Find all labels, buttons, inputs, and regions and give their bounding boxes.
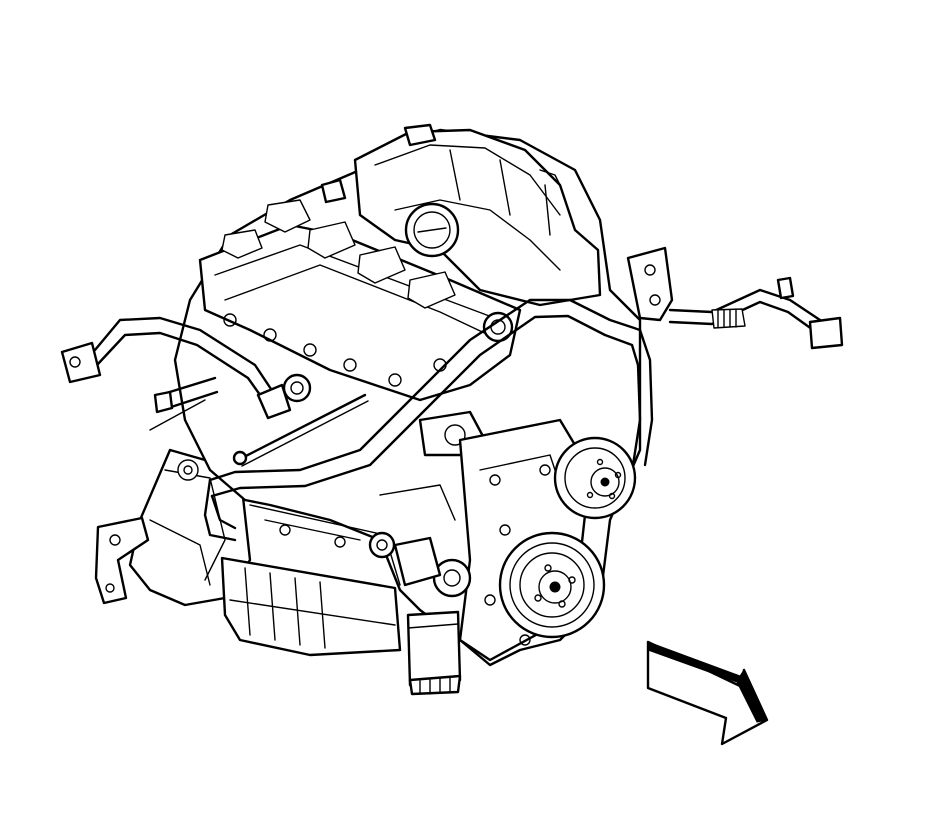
view-direction-arrow-icon bbox=[646, 640, 769, 746]
belt-idler bbox=[393, 536, 472, 598]
dipstick-tube bbox=[232, 393, 369, 467]
heater-hose-upper bbox=[60, 316, 292, 420]
lower-block-detail bbox=[249, 484, 456, 586]
coolant-pipe bbox=[203, 298, 654, 542]
exhaust-manifold bbox=[94, 448, 252, 607]
oil-filter bbox=[406, 610, 462, 696]
pipe-bracket bbox=[626, 246, 674, 322]
valve-cover bbox=[198, 199, 522, 403]
coil-packs bbox=[221, 199, 456, 309]
crankshaft-balancer bbox=[498, 531, 606, 639]
bypass-hose bbox=[149, 376, 219, 431]
oil-pan bbox=[220, 556, 402, 657]
intake-plenum bbox=[320, 123, 602, 307]
water-pump-pulley bbox=[553, 436, 637, 520]
ac-line bbox=[668, 276, 844, 350]
